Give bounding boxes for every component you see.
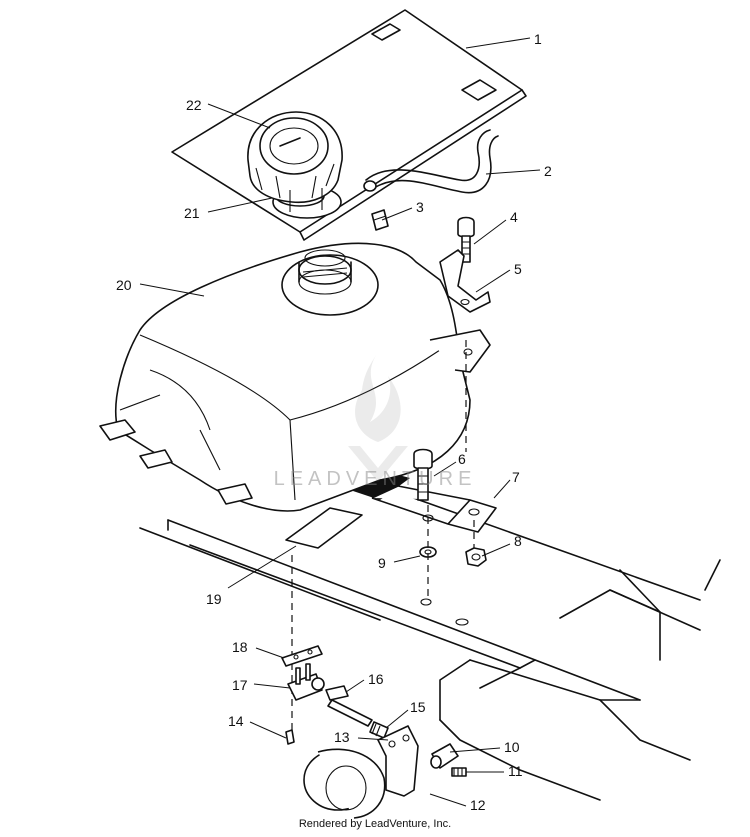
callout-12: 12 xyxy=(470,797,486,813)
leadventure-flame-logo xyxy=(348,352,408,482)
callout-1: 1 xyxy=(534,31,542,47)
light-assembly xyxy=(303,725,467,819)
callout-9: 9 xyxy=(378,555,386,571)
callout-8: 8 xyxy=(514,533,522,549)
vent-hose xyxy=(363,129,499,194)
assembly-lines xyxy=(291,340,475,735)
gas-cap xyxy=(247,111,343,219)
callout-18: 18 xyxy=(232,639,248,655)
callout-6: 6 xyxy=(458,451,466,467)
callout-labels: 1 2 3 4 5 6 7 8 9 10 11 12 13 14 15 16 1… xyxy=(116,31,552,813)
callout-11: 11 xyxy=(508,763,523,779)
frame-rails xyxy=(139,485,721,801)
callout-14: 14 xyxy=(228,713,244,729)
callout-5: 5 xyxy=(514,261,522,277)
callout-4: 4 xyxy=(510,209,518,225)
frame-hole xyxy=(420,598,432,606)
callout-3: 3 xyxy=(416,199,424,215)
top-plate xyxy=(171,9,527,241)
vent-fitting xyxy=(371,209,389,231)
callout-19: 19 xyxy=(206,591,222,607)
leader-lines xyxy=(139,37,541,807)
mount-bracket xyxy=(439,249,491,313)
callout-2: 2 xyxy=(544,163,552,179)
callout-21: 21 xyxy=(184,205,200,221)
callout-10: 10 xyxy=(504,739,520,755)
fuel-tank xyxy=(99,242,491,512)
callout-16: 16 xyxy=(368,671,384,687)
bolt-6 xyxy=(413,448,433,501)
callout-15: 15 xyxy=(410,699,426,715)
watermark-text: LEADVENTURE xyxy=(273,468,477,490)
frame-hole xyxy=(455,618,469,626)
callout-17: 17 xyxy=(232,677,248,693)
nut xyxy=(465,547,487,567)
callout-22: 22 xyxy=(186,97,202,113)
tank-bracket xyxy=(371,485,497,533)
callout-13: 13 xyxy=(334,729,350,745)
callout-7: 7 xyxy=(512,469,520,485)
callout-20: 20 xyxy=(116,277,132,293)
footer-credit: Rendered by LeadVenture, Inc. xyxy=(298,818,452,830)
